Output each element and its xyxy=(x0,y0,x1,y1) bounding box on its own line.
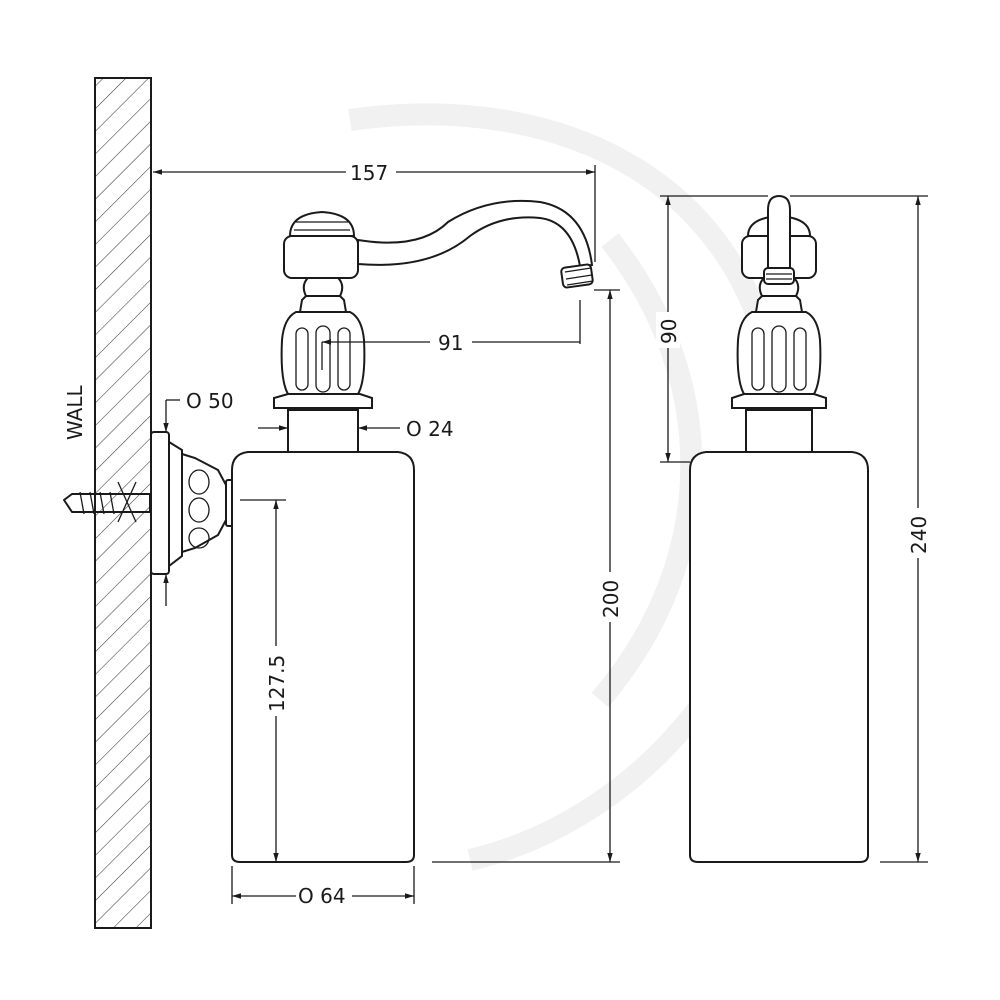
dim-90: 90 xyxy=(657,319,681,344)
mounting-flange xyxy=(150,431,235,575)
dim-flange-diameter: O 50 xyxy=(186,389,234,413)
side-view xyxy=(231,199,594,863)
front-view xyxy=(689,194,869,863)
front-bottle xyxy=(689,451,869,863)
dim-240: 240 xyxy=(907,516,931,554)
wall-label: WALL xyxy=(63,384,87,440)
side-bottle xyxy=(231,451,415,863)
dimension-labels: 157 91 O 50 O 24 127.5 O 64 200 90 240 xyxy=(186,160,931,908)
front-neck xyxy=(745,409,813,453)
front-pump-body xyxy=(736,311,822,395)
dim-200: 200 xyxy=(599,580,623,618)
dim-neck-diameter: O 24 xyxy=(406,417,454,441)
dim-body-diameter: O 64 xyxy=(298,884,346,908)
side-neck xyxy=(287,409,359,453)
dim-91: 91 xyxy=(438,331,463,355)
dim-127-5: 127.5 xyxy=(265,655,289,712)
side-spout xyxy=(357,199,594,268)
wall-section xyxy=(94,77,152,929)
front-spout xyxy=(767,194,791,279)
side-pump-body xyxy=(280,311,366,395)
dim-157: 157 xyxy=(350,161,388,185)
